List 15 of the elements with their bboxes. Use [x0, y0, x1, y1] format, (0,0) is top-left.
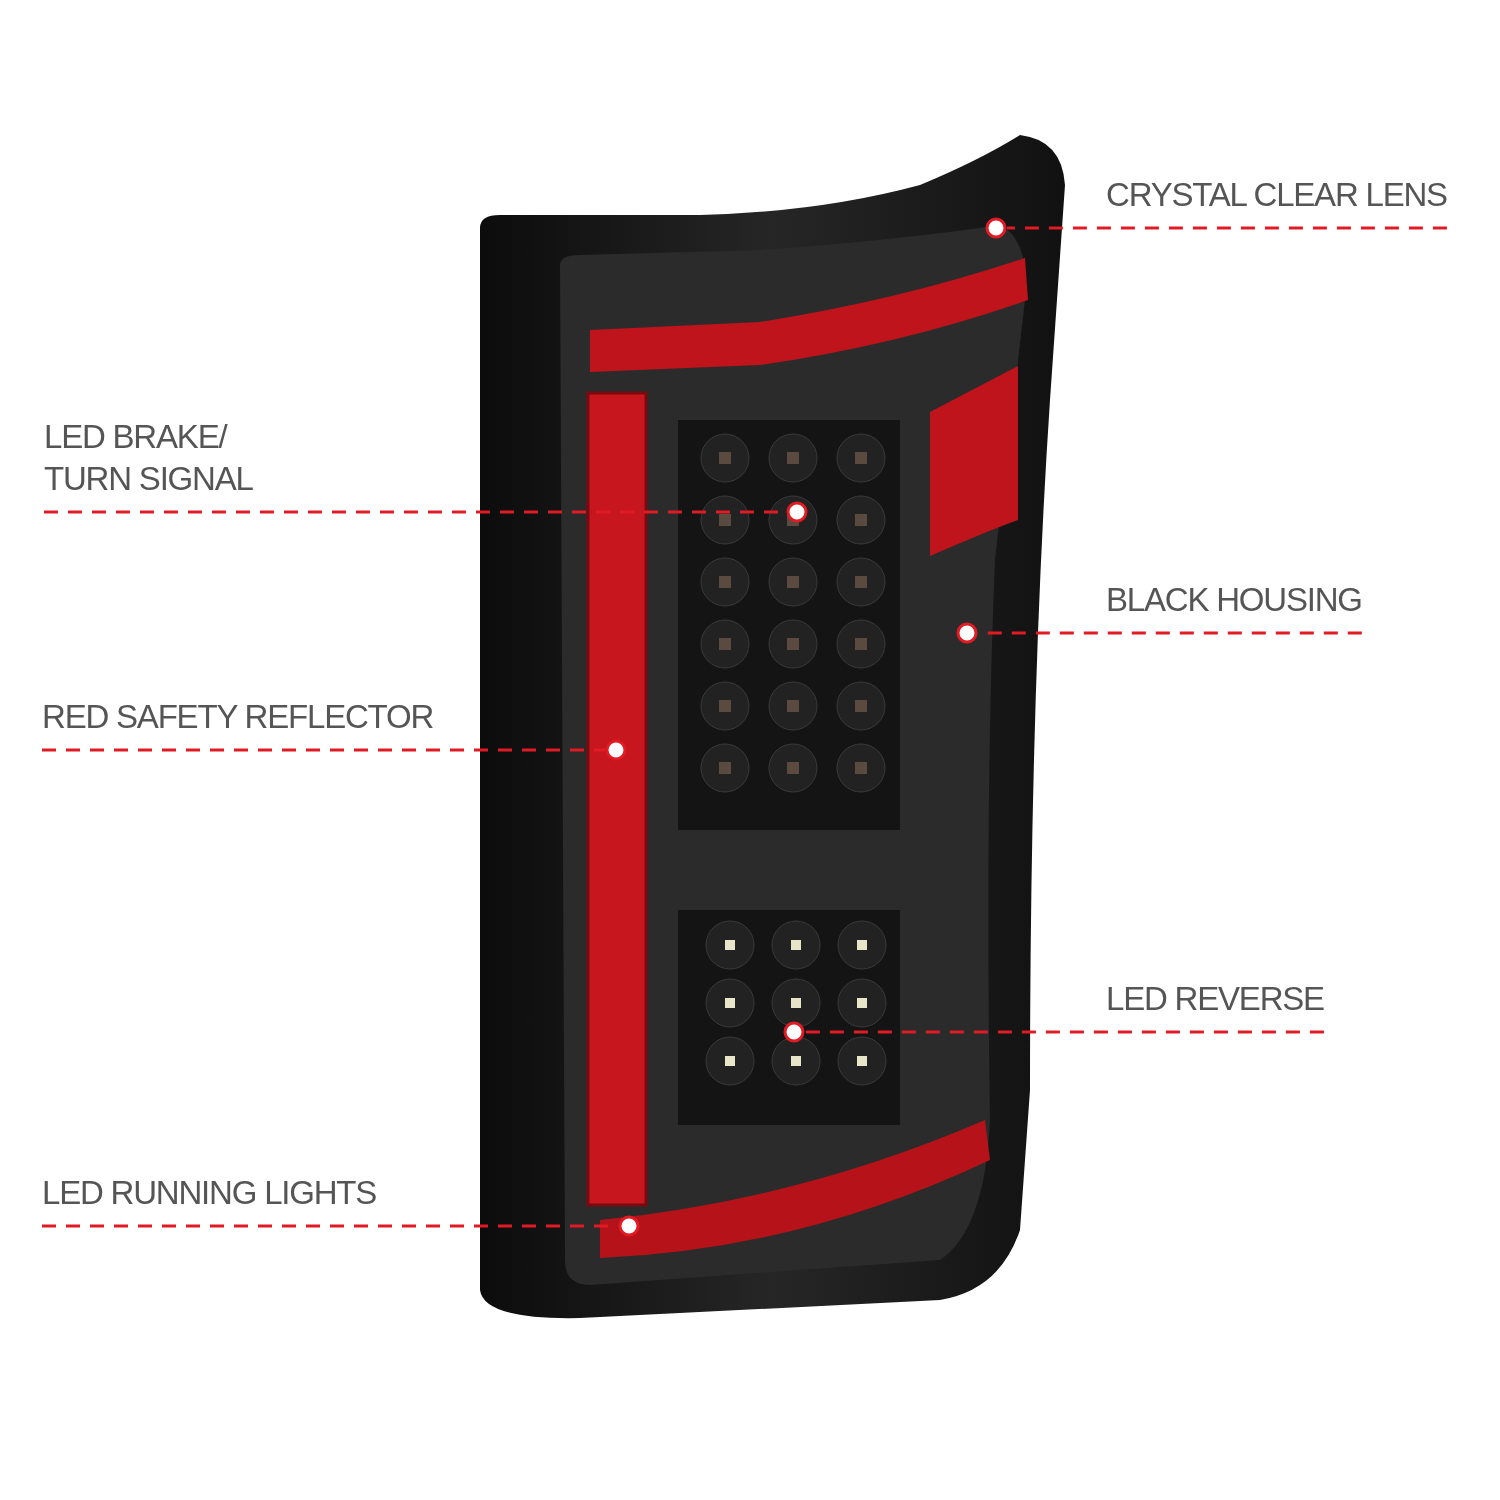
callout-label: BLACK HOUSING: [1106, 579, 1362, 633]
leader-line: [42, 748, 605, 752]
callout-dot: [786, 501, 808, 523]
callout-label: RED SAFETY REFLECTOR: [42, 696, 434, 750]
callout-dot: [956, 622, 978, 644]
leader-line: [1007, 226, 1447, 230]
leader-line: [805, 1030, 1324, 1034]
callout-dot: [985, 217, 1007, 239]
callout-label: LED RUNNING LIGHTS: [42, 1172, 377, 1226]
callout-dot: [783, 1021, 805, 1043]
callout-label: LED BRAKE/ TURN SIGNAL: [44, 416, 284, 512]
callout-dot: [618, 1215, 640, 1237]
callout-label: CRYSTAL CLEAR LENS: [1106, 174, 1447, 228]
callout-label: LED REVERSE: [1106, 978, 1324, 1032]
callout-dot: [605, 739, 627, 761]
